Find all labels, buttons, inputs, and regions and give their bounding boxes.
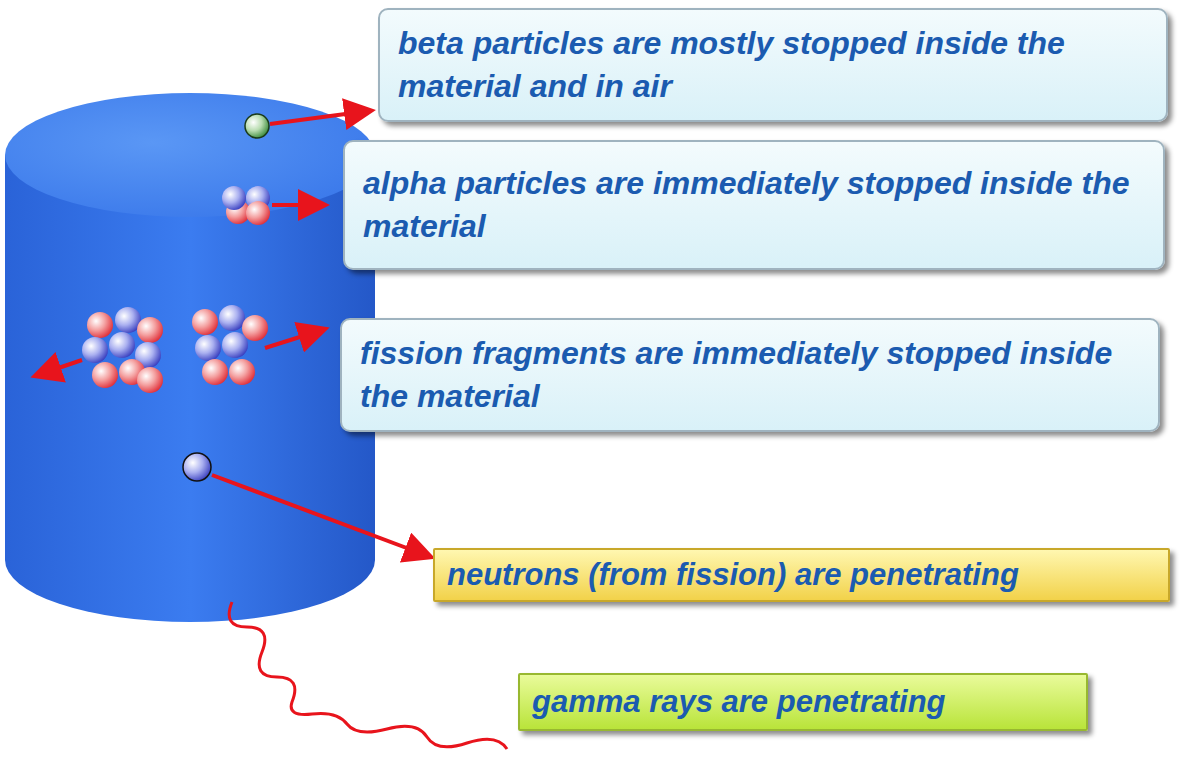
callout-text: gamma rays are penetrating xyxy=(532,681,1074,723)
callout-text: fission fragments are immediately stoppe… xyxy=(360,332,1140,418)
callout-box: fission fragments are immediately stoppe… xyxy=(340,318,1160,432)
callout-box: alpha particles are immediately stopped … xyxy=(343,140,1165,270)
callout-text: alpha particles are immediately stopped … xyxy=(363,162,1145,248)
callout-text: neutrons (from fission) are penetrating xyxy=(447,554,1156,596)
callout-box: gamma rays are penetrating xyxy=(518,673,1088,731)
callout-box: beta particles are mostly stopped inside… xyxy=(378,8,1168,122)
callout-box: neutrons (from fission) are penetrating xyxy=(433,548,1170,602)
callout-text: beta particles are mostly stopped inside… xyxy=(398,22,1148,108)
